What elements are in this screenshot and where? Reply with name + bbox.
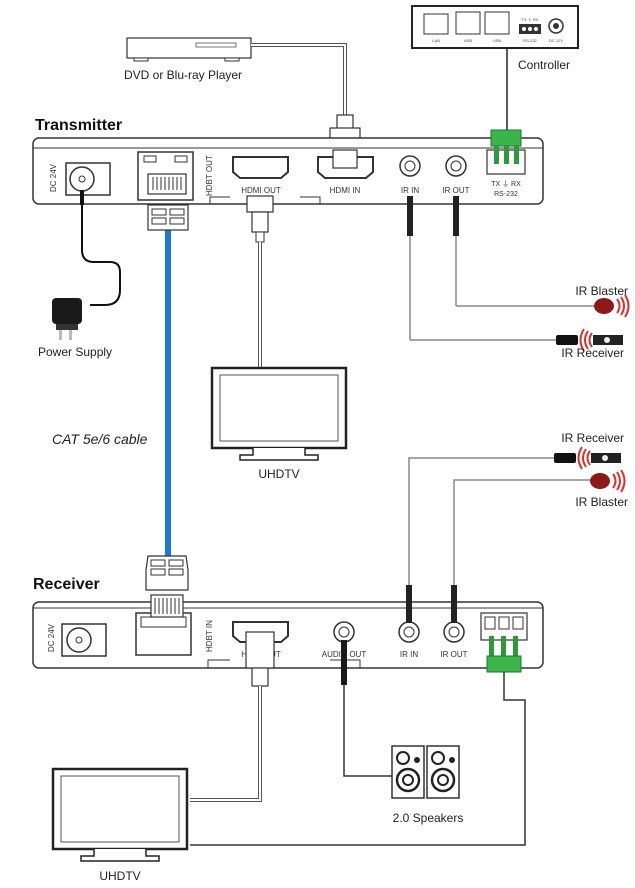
transmitter-title: Transmitter bbox=[35, 117, 122, 134]
rx-ir-blaster bbox=[590, 473, 610, 489]
tx-rs232-pins-label: TX ⏚ RX bbox=[491, 180, 521, 188]
power-cable bbox=[81, 205, 121, 306]
controller-usb-port bbox=[484, 11, 510, 35]
tx-hdmi-out-label: HDMI OUT bbox=[241, 186, 281, 195]
receiver-title: Receiver bbox=[33, 576, 100, 593]
rx-ir-receiver-label: IR Receiver bbox=[561, 431, 624, 445]
tx-hdmi-out-port[interactable] bbox=[232, 156, 289, 179]
dvd-player-label: DVD or Blu-ray Player bbox=[124, 68, 242, 82]
tx-hdbt-label: HDBT OUT bbox=[205, 155, 214, 196]
uhdtv-top bbox=[210, 366, 348, 461]
rx-ir-blaster-label: IR Blaster bbox=[575, 495, 628, 509]
tx-hdmi-in-label: HDMI IN bbox=[330, 186, 361, 195]
speakers-label: 2.0 Speakers bbox=[393, 811, 464, 825]
controller-device: LAN USB USB TX ⏚ RX RS-232 DC 12V bbox=[411, 5, 579, 49]
dvd-player bbox=[126, 37, 252, 62]
rx-ir-in-label: IR IN bbox=[400, 650, 418, 659]
rx-ir-receiver-cable bbox=[408, 457, 556, 585]
controller-label: Controller bbox=[518, 58, 570, 72]
controller-dc-label: DC 12V bbox=[549, 38, 563, 43]
speakers bbox=[391, 745, 460, 799]
controller-usb-label: USB bbox=[464, 38, 473, 43]
rx-ir-out-label: IR OUT bbox=[440, 650, 467, 659]
controller-rs232-label: RS-232 bbox=[523, 38, 537, 43]
dvd-hdmi-cable bbox=[251, 43, 347, 118]
tx-rs232-green-plug bbox=[490, 129, 522, 147]
tx-ir-out-label: IR OUT bbox=[442, 186, 469, 195]
rx-hdbt-label: HDBT IN bbox=[205, 620, 214, 652]
tx-ir-blaster bbox=[594, 298, 614, 314]
cat-cable-label: CAT 5e/6 cable bbox=[52, 431, 148, 447]
rx-ir-blaster-cable bbox=[453, 479, 592, 585]
controller-usb-port bbox=[455, 11, 481, 35]
controller-usb-label: USB bbox=[493, 38, 502, 43]
cat-cable bbox=[165, 230, 171, 560]
tx-ir-receiver-label: IR Receiver bbox=[561, 346, 624, 360]
uhdtv-top-label: UHDTV bbox=[258, 467, 299, 481]
rx-rs232-green-plug bbox=[486, 655, 522, 673]
tx-dc-label: DC 24V bbox=[49, 163, 58, 192]
tx-ir-blaster-label: IR Blaster bbox=[575, 284, 628, 298]
power-supply-label: Power Supply bbox=[38, 345, 112, 359]
rx-ir-receiver bbox=[554, 453, 576, 463]
uhdtv-bottom bbox=[51, 767, 189, 862]
tx-ir-in-label: IR IN bbox=[401, 186, 419, 195]
tx-rs232-label: RS-232 bbox=[494, 191, 518, 198]
controller-rs232-pins-label: TX ⏚ RX bbox=[522, 16, 539, 22]
uhdtv-bottom-label: UHDTV bbox=[99, 869, 140, 883]
tx-ir-receiver bbox=[556, 335, 578, 345]
controller-lan-port bbox=[423, 13, 449, 35]
rx-dc-label: DC 24V bbox=[47, 623, 56, 652]
controller-lan-label: LAN bbox=[432, 38, 440, 43]
audio-cable bbox=[343, 685, 392, 777]
power-supply bbox=[52, 298, 82, 340]
